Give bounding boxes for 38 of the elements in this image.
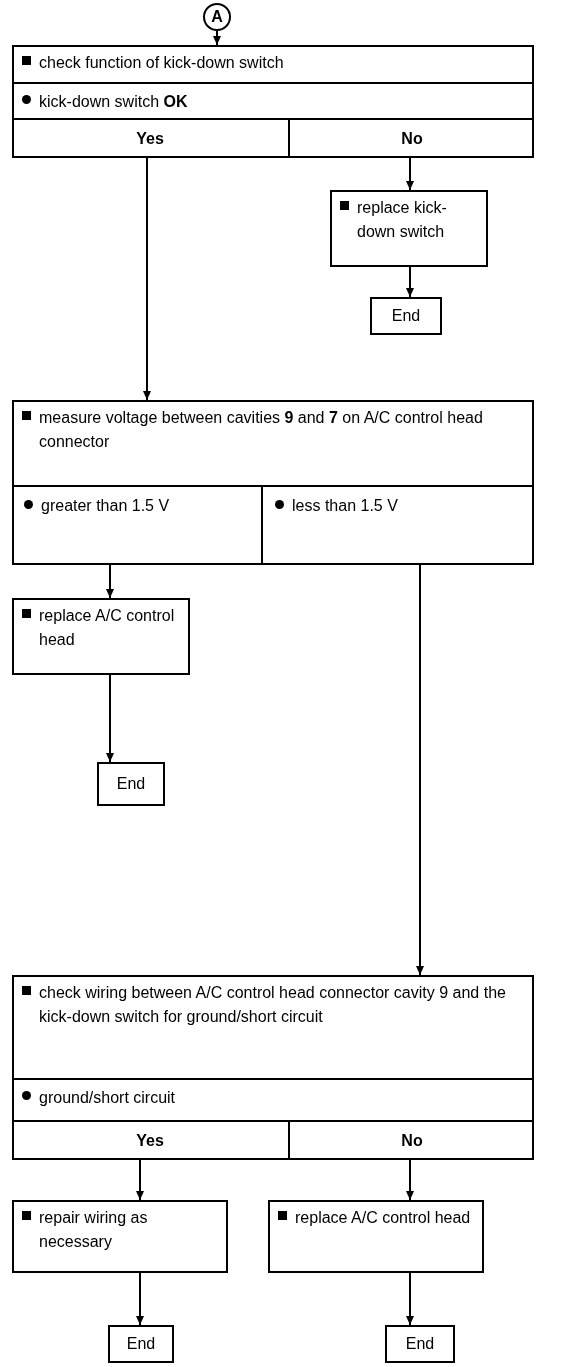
condition-text: less than 1.5 V [292, 496, 398, 516]
arrow [106, 564, 114, 599]
answer-cell: Yes [12, 118, 290, 158]
condition-text: ground/short circuit [39, 1088, 176, 1108]
end-box: End [97, 762, 165, 806]
condition-cell [12, 485, 263, 565]
step-box [12, 975, 534, 1160]
arrow [136, 1159, 144, 1201]
condition-text: kick-down switch OK [39, 92, 188, 112]
answer-cell: No [290, 118, 534, 158]
end-box: End [385, 1325, 455, 1363]
end-box: End [370, 297, 442, 335]
condition-text: greater than 1.5 V [41, 496, 170, 516]
arrow [106, 674, 114, 763]
step-box [12, 400, 534, 565]
arrow [213, 30, 221, 46]
instruction-text: check function of kick-down switch [39, 53, 284, 73]
arrow [406, 266, 414, 298]
step-box [268, 1200, 484, 1273]
arrow [136, 1272, 144, 1326]
arrow [406, 157, 414, 191]
instruction-text: replace kick-down switch [357, 198, 448, 242]
answer-cell: No [290, 1120, 534, 1160]
step-box [12, 45, 534, 158]
arrow [416, 564, 424, 976]
instruction-text: repair wiring as necessary [39, 1208, 149, 1252]
instruction-text: replace A/C control head [39, 606, 176, 650]
arrow [143, 157, 151, 401]
step-box [12, 1200, 228, 1273]
arrow [406, 1159, 414, 1201]
arrow [406, 1272, 414, 1326]
instruction-text: replace A/C control head [295, 1208, 471, 1228]
step-box [12, 598, 190, 675]
step-box [330, 190, 488, 267]
instruction-text: measure voltage between cavities 9 and 7 on A/C control head connector [39, 408, 484, 452]
answer-cell: Yes [12, 1120, 290, 1160]
end-box: End [108, 1325, 174, 1363]
instruction-text: check wiring between A/C control head connector cavity 9 and the kick-down switch for ground/short circuit [39, 983, 507, 1027]
